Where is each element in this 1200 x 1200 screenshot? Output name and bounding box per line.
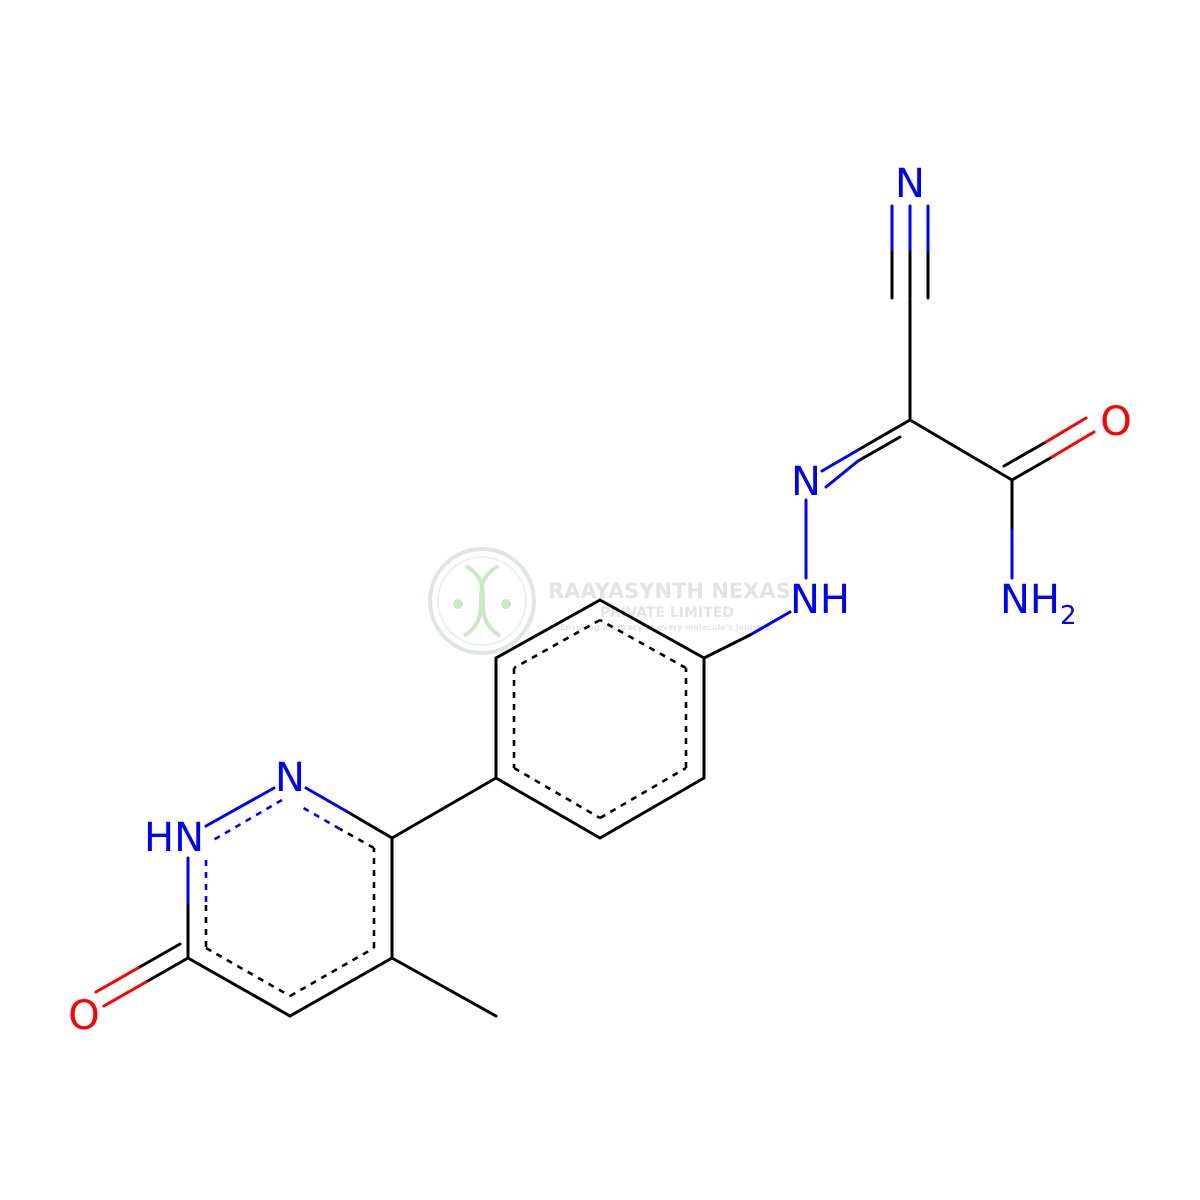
watermark-dot-icon <box>453 599 463 609</box>
atom-imine-n: N <box>791 459 821 505</box>
bond-ring-arom-1b <box>299 804 341 831</box>
watermark-logo-inner <box>437 556 527 646</box>
atom-carbonyl-o: O <box>1100 399 1131 445</box>
bond-c-o-amide-second-red <box>1044 416 1088 444</box>
bonds <box>94 204 1096 1018</box>
bond-c-c-amide <box>908 418 1014 482</box>
bond-ring-c-n <box>344 809 394 840</box>
bond-phenyl-2 <box>494 598 602 660</box>
bond-phenyl-arom-4 <box>513 766 601 820</box>
atom-amide-n-main: NH <box>1000 577 1060 623</box>
bond-keto-black <box>144 956 190 984</box>
bond-ring-c-c-2 <box>288 956 394 1018</box>
bond-nh-phenyl-black <box>702 633 752 660</box>
bond-ring-arom-5 <box>289 946 375 998</box>
bond-phenyl-1 <box>598 598 706 660</box>
bond-c-o-amide-second-black <box>1002 440 1048 468</box>
bond-phenyl-arom-2 <box>513 618 601 670</box>
bond-ring-c-n-blue <box>304 786 348 813</box>
bond-ring-arom-1 <box>339 827 375 850</box>
bond-phenyl-arom-1 <box>599 618 687 670</box>
watermark-tagline: Ensuring accuracy at every molecule's jo… <box>560 623 771 632</box>
atom-keto-o: O <box>68 993 99 1039</box>
watermark: RAAYASYNTH NEXAS PRIVATE LIMITED Ensurin… <box>428 547 791 655</box>
bond-c-n-imine-second-black <box>856 435 902 463</box>
bond-ring-n-nh <box>204 786 276 828</box>
atom-hydrazine-nh: NH <box>790 577 850 623</box>
bond-nh-phenyl-blue <box>748 610 792 637</box>
bond-c-n-imine-black <box>856 418 912 452</box>
atom-amide-n: NH2 <box>1000 577 1077 631</box>
bond-c-n-imine-blue <box>820 448 860 473</box>
bond-ring-arom-4 <box>205 946 291 998</box>
watermark-line2: PRIVATE LIMITED <box>600 605 734 621</box>
atom-amide-n-subscript: 2 <box>1060 601 1077 631</box>
bond-c-o-amide-black <box>1010 455 1054 482</box>
watermark-dot-icon <box>501 599 511 609</box>
bond-c-o-amide-red <box>1050 430 1096 459</box>
watermark-company: RAAYASYNTH NEXAS <box>548 579 791 603</box>
bond-phenyl-5 <box>598 776 706 840</box>
bond-keto-second-red <box>94 966 140 994</box>
bond-ring-arom-2 <box>209 798 283 844</box>
bond-phenyl-pyridazinone <box>390 776 498 840</box>
atom-ring-n: N <box>275 755 305 801</box>
bond-keto-second-black <box>136 942 182 970</box>
atom-labels: N O N NH NH2 N HN O <box>68 161 1131 1039</box>
atom-ring-nh: HN <box>144 815 204 861</box>
bond-c-n-imine-second-blue <box>824 459 860 489</box>
dna-helix-icon <box>462 564 502 638</box>
bond-methyl <box>390 956 498 1018</box>
watermark-logo-ring <box>428 547 536 655</box>
bond-phenyl-arom-5 <box>599 766 687 820</box>
bond-keto-red <box>102 980 148 1008</box>
atom-cyano-n: N <box>895 161 925 207</box>
bond-ring-c-c-1 <box>186 956 292 1018</box>
bond-phenyl-4 <box>494 776 602 840</box>
